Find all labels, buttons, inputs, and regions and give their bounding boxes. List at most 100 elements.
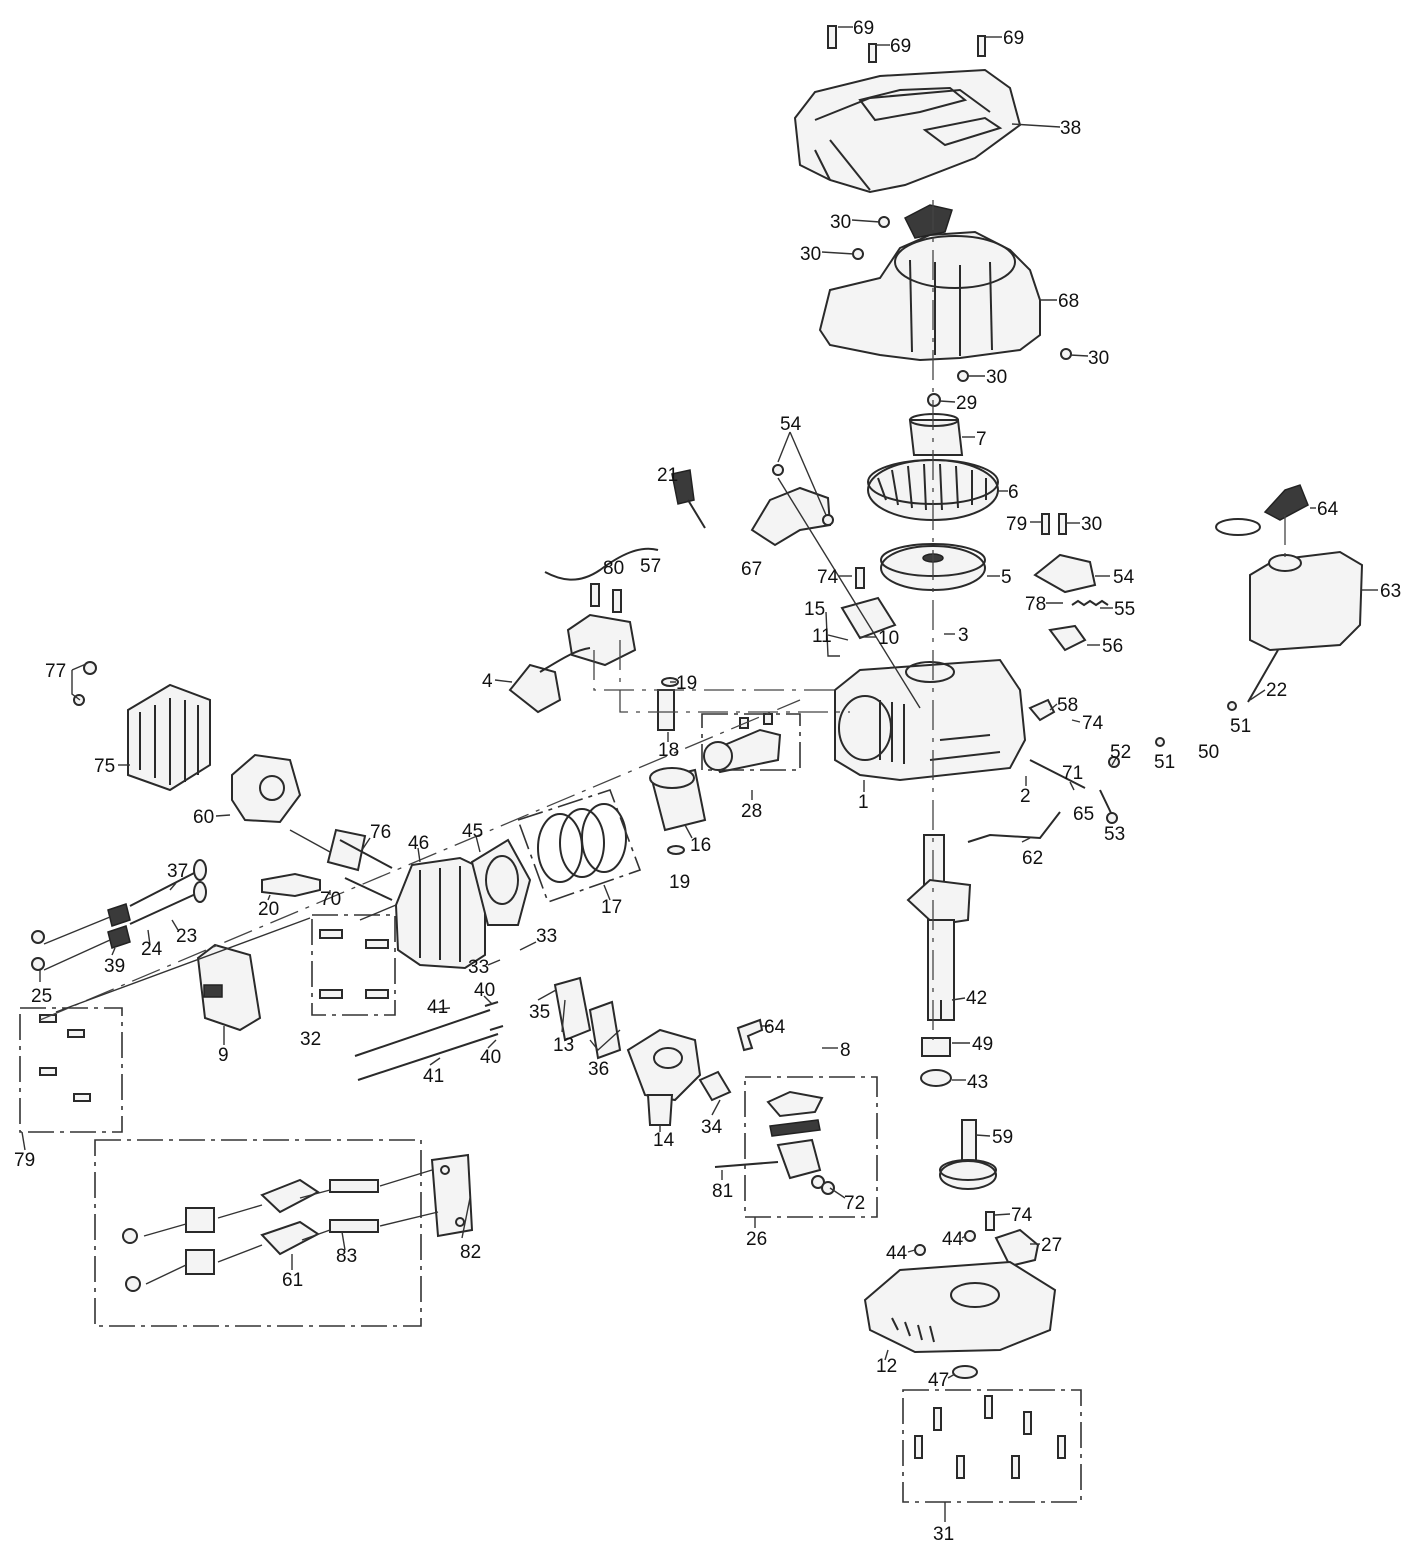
callout-label: 28 — [741, 801, 762, 822]
callout-label: 50 — [1198, 742, 1219, 763]
callout-label: 55 — [1114, 599, 1135, 620]
callout-label: 33 — [536, 926, 557, 947]
oil-pan-part — [863, 1260, 1057, 1354]
callout-label: 12 — [876, 1356, 897, 1377]
callout-label: 31 — [933, 1524, 954, 1545]
callout-label: 21 — [657, 465, 678, 486]
coil-axis — [619, 640, 850, 713]
callout-label: 41 — [427, 997, 448, 1018]
exhaust-gasket-part — [326, 828, 367, 872]
piston-rings-part — [537, 803, 627, 883]
callout-label: 17 — [601, 897, 622, 918]
cylinder-head-part — [394, 856, 486, 970]
callout-label: 2 — [1020, 786, 1031, 807]
retainer-icon — [31, 957, 45, 971]
mounting-plate-part — [430, 1153, 474, 1238]
camshaft-part — [939, 1119, 997, 1190]
callout-label: 39 — [104, 956, 125, 977]
gasket-part — [840, 596, 897, 640]
callout-label: 10 — [878, 628, 899, 649]
callout-label: 20 — [258, 899, 279, 920]
callout-label: 54 — [1113, 567, 1135, 588]
callout-label: 83 — [336, 1246, 357, 1267]
callout-label: 14 — [653, 1130, 675, 1151]
callout-label: 18 — [658, 740, 679, 761]
callout-label: 46 — [408, 833, 429, 854]
wire-part — [544, 547, 659, 581]
group-box-79 — [19, 1007, 123, 1133]
group-box-26 — [744, 1076, 878, 1218]
group-box-mounting — [94, 1139, 422, 1327]
callout-label: 51 — [1154, 752, 1175, 773]
callout-label: 25 — [31, 986, 52, 1007]
callout-label: 70 — [320, 889, 341, 910]
callout-label: 27 — [1041, 1235, 1062, 1256]
flywheel-nut-icon — [927, 393, 941, 407]
callout-label: 40 — [474, 980, 495, 1001]
callout-label: 82 — [460, 1242, 481, 1263]
callout-label: 57 — [640, 556, 661, 577]
callout-label: 15 — [804, 599, 825, 620]
callout-label: 29 — [956, 393, 977, 414]
callout-label: 33 — [468, 957, 489, 978]
callout-label: 30 — [986, 367, 1007, 388]
valve-part — [129, 859, 207, 925]
callout-label: 44 — [886, 1243, 908, 1264]
callout-label: 8 — [840, 1040, 851, 1061]
callout-label: 23 — [176, 926, 197, 947]
cover-screw-icon — [827, 25, 986, 63]
callout-label: 3 — [958, 625, 969, 646]
callout-label: 6 — [1008, 482, 1019, 503]
callout-label: 19 — [669, 872, 690, 893]
callout-label: 4 — [482, 671, 493, 692]
link-rod-part — [967, 811, 1061, 843]
callout-label: 30 — [1088, 348, 1109, 369]
callout-label: 30 — [800, 244, 821, 265]
group-box-17 — [516, 789, 642, 904]
group-box-28 — [701, 713, 801, 771]
engine-cover-part — [793, 68, 1022, 194]
screw-51-icon — [1227, 701, 1237, 711]
callout-label: 11 — [812, 626, 832, 647]
callout-label: 69 — [1003, 28, 1024, 49]
callout-label: 22 — [1266, 680, 1287, 701]
callout-labels: 69 69 69 38 30 30 68 30 30 29 7 6 54 21 … — [14, 18, 1401, 1545]
callout-label: 13 — [553, 1035, 574, 1056]
callout-label: 52 — [1110, 742, 1131, 763]
starter-cup-part — [908, 413, 964, 456]
callout-label: 53 — [1104, 824, 1125, 845]
baffle-part — [750, 464, 834, 547]
piston-pin-part — [657, 689, 675, 731]
muffler-guard-part — [127, 683, 211, 792]
callout-label: 26 — [746, 1229, 767, 1250]
callout-label: 81 — [712, 1181, 733, 1202]
coil-bolt-icon — [590, 583, 622, 613]
callout-label: 51 — [1230, 716, 1251, 737]
callout-label: 38 — [1060, 118, 1081, 139]
bolt-74-icon — [855, 567, 865, 589]
callout-label: 30 — [1081, 514, 1102, 535]
head-bolt-icon — [319, 929, 389, 999]
callout-label: 74 — [817, 567, 839, 588]
crank-gear-icon — [921, 1037, 951, 1057]
callout-label: 68 — [1058, 291, 1079, 312]
oil-seal-icon — [952, 1365, 978, 1379]
nut-77-icon — [83, 661, 97, 675]
callout-label: 78 — [1025, 594, 1046, 615]
callout-label: 54 — [780, 414, 802, 435]
stud-icon — [344, 877, 393, 901]
oil-plug-part — [671, 469, 706, 529]
callout-label: 75 — [94, 756, 115, 777]
leader-lines — [21, 26, 1378, 1522]
callout-label: 79 — [14, 1150, 35, 1171]
governor-bracket-part — [1033, 513, 1109, 652]
pin-44-icon — [964, 1230, 976, 1242]
callout-label: 56 — [1102, 636, 1123, 657]
callout-label: 67 — [741, 559, 762, 580]
piston-part — [649, 767, 707, 832]
callout-label: 79 — [1006, 514, 1027, 535]
callout-label: 32 — [300, 1029, 321, 1050]
callout-label: 71 — [1062, 763, 1083, 784]
callout-label: 58 — [1057, 695, 1078, 716]
